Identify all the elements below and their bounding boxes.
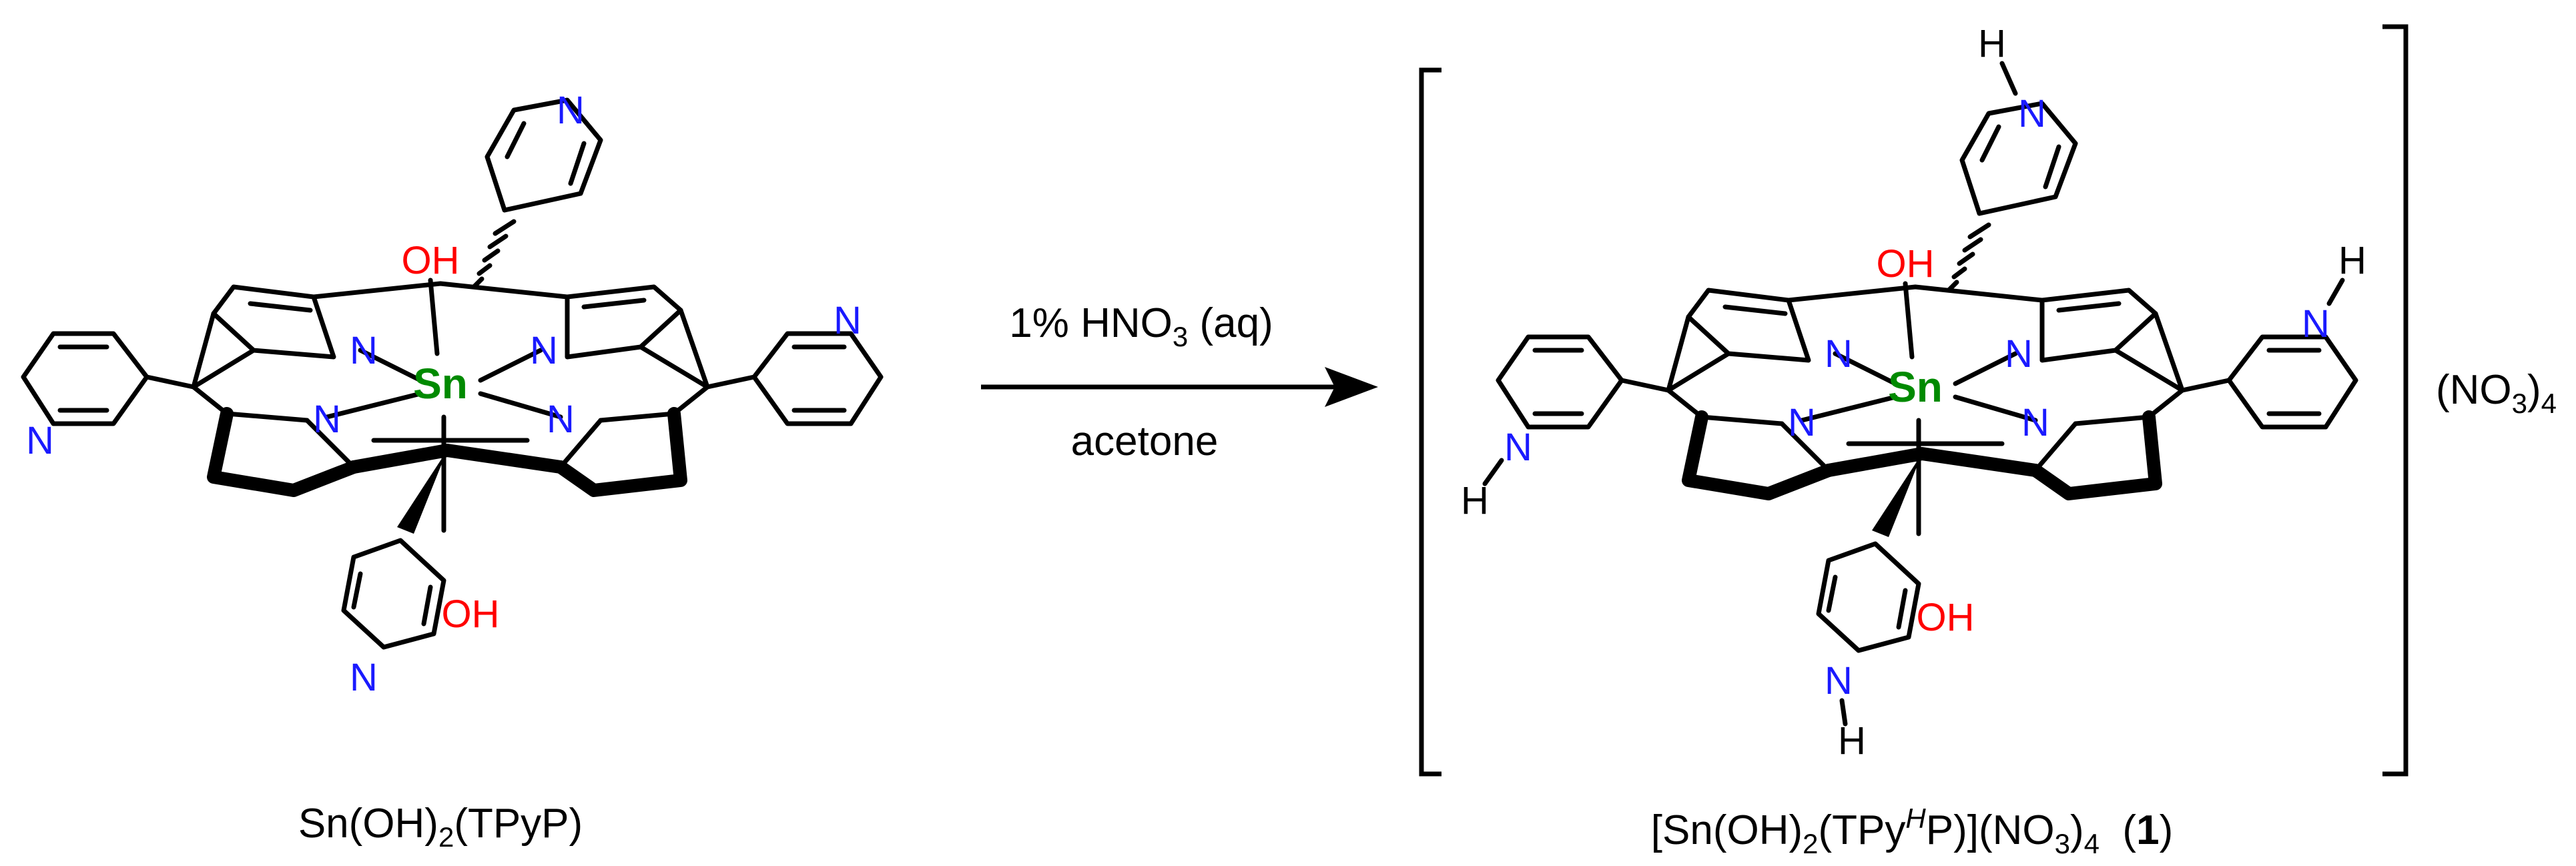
nitrogen-atom-label: N xyxy=(2005,332,2033,376)
pyridinium-nitrogen-label: N xyxy=(2018,92,2046,135)
pyridinium-nitrogen-label: N xyxy=(2302,302,2330,346)
pyridinium-nitrogen-label: N xyxy=(1504,426,1532,469)
product-name: [Sn(OH)2(TPyHP)](NO3)4 (1) xyxy=(1651,803,2173,859)
reaction-arrow xyxy=(981,367,1378,407)
nitrogen-atom-label: N xyxy=(1825,332,1853,376)
nitrogen-atom-label: N xyxy=(547,398,575,441)
counterion-label: (NO3)4 xyxy=(2436,367,2557,419)
nitrogen-atom-label: N xyxy=(530,329,558,372)
nitrogen-atom-label: N xyxy=(350,329,378,372)
nitrogen-atom-label: N xyxy=(1788,401,1816,444)
solvent-label: acetone xyxy=(1071,418,1219,464)
right-bracket xyxy=(2382,24,2408,777)
hydroxide-label: OH xyxy=(1877,242,1935,286)
tin-atom-label: Sn xyxy=(413,360,468,408)
tin-atom-label: Sn xyxy=(1888,363,1943,411)
product-structure: Sn N N N N OH OH N N N N H H H H xyxy=(1461,22,2366,763)
nitrogen-atom-label: N xyxy=(2021,401,2049,444)
pyridyl-nitrogen-label: N xyxy=(26,419,54,462)
reagent-label: 1% HNO3 (aq) xyxy=(1009,300,1273,352)
pyridinium-nitrogen-label: N xyxy=(1825,659,1853,703)
reactant-name: Sn(OH)2(TPyP) xyxy=(298,801,583,853)
pyridyl-nitrogen-label: N xyxy=(557,89,585,132)
pyridyl-nitrogen-label: N xyxy=(350,656,378,699)
reactant-structure: Sn N N N N OH OH N N N N xyxy=(23,89,881,699)
hydroxide-label: OH xyxy=(402,239,460,282)
hydroxide-label: OH xyxy=(1917,596,1975,639)
nitrogen-atom-label: N xyxy=(313,398,341,441)
hydrogen-label: H xyxy=(1461,479,1489,522)
pyridyl-nitrogen-label: N xyxy=(834,299,862,342)
left-bracket xyxy=(1419,67,1441,777)
hydroxide-label: OH xyxy=(442,592,500,636)
hydrogen-label: H xyxy=(1838,719,1866,763)
hydrogen-label: H xyxy=(2338,239,2366,282)
hydrogen-label: H xyxy=(1978,22,2006,65)
